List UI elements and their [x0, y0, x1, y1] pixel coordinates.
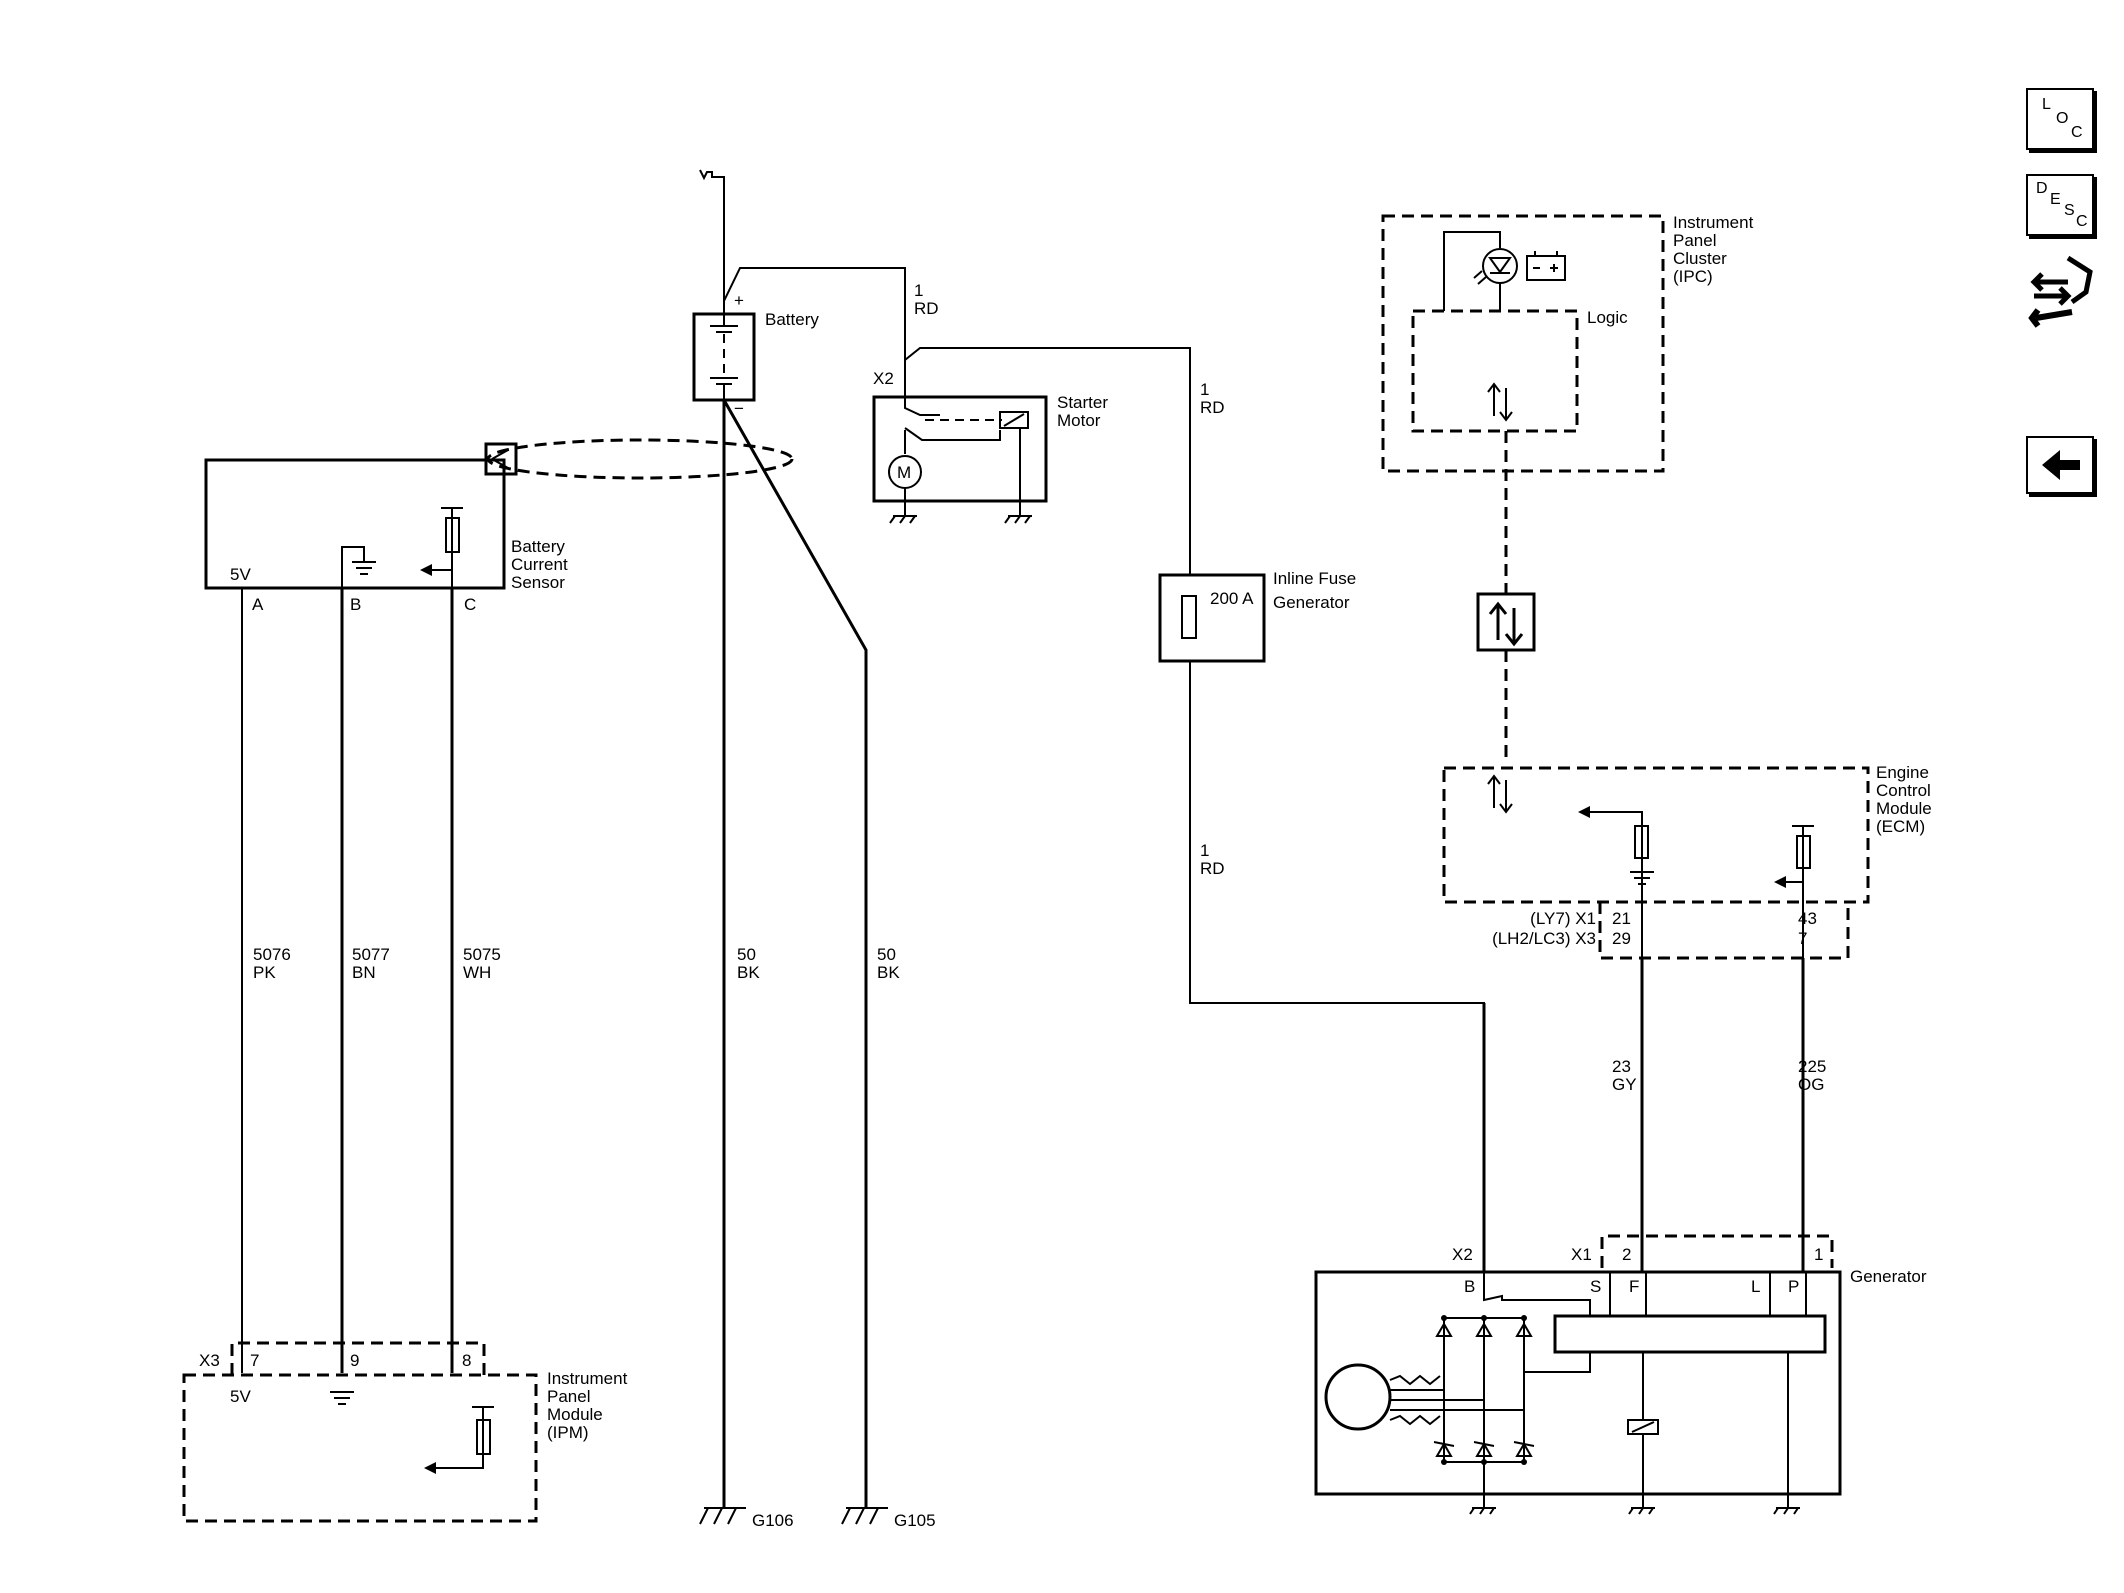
ecm-name-4: (ECM)	[1876, 817, 1925, 836]
generator: X2 X1 2 1 B S F L P	[1314, 1234, 1927, 1515]
ipm-pin-8: 8	[462, 1351, 471, 1370]
battery-minus: −	[734, 399, 744, 418]
fuse-name-2: Generator	[1273, 593, 1350, 612]
ecm-pin-29: 29	[1612, 929, 1631, 948]
ipm-x3-label: X3	[199, 1351, 220, 1370]
ecm-lh2-label: (LH2/LC3) X3	[1492, 929, 1596, 948]
fuse-name-1: Inline Fuse	[1273, 569, 1356, 588]
wire-rd-mid-color: RD	[1200, 398, 1225, 417]
wire-50bk-a-color: BK	[737, 963, 760, 982]
ecm-ly7-label: (LY7) X1	[1530, 909, 1596, 928]
wire-50bk-b-circuit: 50	[877, 945, 896, 964]
wire-225og-circuit: 225	[1798, 1057, 1826, 1076]
location-button[interactable]: L O C	[2026, 88, 2094, 150]
desc-c: C	[2076, 213, 2088, 230]
back-button[interactable]	[2026, 436, 2094, 494]
ipm-name-3: Module	[547, 1405, 603, 1424]
wire-5076-circuit: 5076	[253, 945, 291, 964]
ipc-name-3: Cluster	[1673, 249, 1727, 268]
instrument-panel-cluster: Logic Instrument Panel Cluster (IPC)	[1381, 213, 1754, 762]
loc-c: C	[2071, 124, 2083, 141]
ipm-name-4: (IPM)	[547, 1423, 589, 1442]
diagnostic-tools-icon[interactable]	[2028, 252, 2098, 336]
wire-rd-mid-circuit: 1	[1200, 380, 1209, 399]
fuse-rating: 200 A	[1210, 589, 1254, 608]
ipm-name-1: Instrument	[547, 1369, 628, 1388]
wire-23gy-color: GY	[1612, 1075, 1637, 1094]
gen-x1-label: X1	[1571, 1245, 1592, 1264]
sensor-wires: 5076 PK 5077 BN 5075 WH	[241, 588, 501, 1373]
ipc-name-4: (IPC)	[1673, 267, 1713, 286]
wire-5075-circuit: 5075	[463, 945, 501, 964]
gen-p-label: P	[1788, 1277, 1799, 1296]
wire-rd-low-color: RD	[1200, 859, 1225, 878]
wire-225og-color: OG	[1798, 1075, 1824, 1094]
wire-rd-low-circuit: 1	[1200, 841, 1209, 860]
ipc-name-1: Instrument	[1673, 213, 1754, 232]
battery-name: Battery	[765, 310, 819, 329]
sensor-name-3: Sensor	[511, 573, 565, 592]
ecm-pin-7: 7	[1798, 929, 1807, 948]
ecm-name-2: Control	[1876, 781, 1931, 800]
engine-control-module: (LY7) X1 (LH2/LC3) X3 21 29 43 7 Engine …	[1442, 763, 1932, 1245]
ipm-5v-label: 5V	[230, 1387, 251, 1406]
wire-rd-top-color: RD	[914, 299, 939, 318]
desc-e: E	[2050, 191, 2061, 208]
inline-fuse: 200 A Inline Fuse Generator 1 RD	[1158, 569, 1485, 1278]
ipm-pin-7: 7	[250, 1351, 259, 1370]
gen-s-label: S	[1590, 1277, 1601, 1296]
sensor-name-2: Current	[511, 555, 568, 574]
ipm-pin-9: 9	[350, 1351, 359, 1370]
gen-pin-2: 2	[1622, 1245, 1631, 1264]
ground-g105: G105	[894, 1511, 936, 1530]
wire-rd-top-circuit: 1	[914, 281, 923, 300]
sensor-pin-b: B	[350, 595, 361, 614]
instrument-panel-module: X3 7 9 8 5V Instrument Panel Module (IPM…	[182, 1341, 628, 1523]
gen-pin-1: 1	[1814, 1245, 1823, 1264]
ipc-logic-label: Logic	[1587, 308, 1628, 327]
starter-motor-m: M	[897, 463, 911, 482]
ecm-name-1: Engine	[1876, 763, 1929, 782]
starter-name-1: Starter	[1057, 393, 1108, 412]
sensor-pin-a: A	[252, 595, 264, 614]
wire-5076-color: PK	[253, 963, 276, 982]
desc-s: S	[2064, 202, 2075, 219]
starter-motor: X2 M Starter Motor 1 RD	[872, 347, 1225, 575]
back-arrow-icon	[2042, 450, 2080, 480]
battery-ground-wires: 50 BK 50 BK G106 G105	[699, 399, 936, 1530]
wire-50bk-a-circuit: 50	[737, 945, 756, 964]
ecm-pin-21: 21	[1612, 909, 1631, 928]
wire-5077-color: BN	[352, 963, 376, 982]
gen-x2-label: X2	[1452, 1245, 1473, 1264]
starter-x2-label: X2	[873, 369, 894, 388]
sensor-5v-label: 5V	[230, 565, 251, 584]
sensor-pin-c: C	[464, 595, 476, 614]
ipc-name-2: Panel	[1673, 231, 1716, 250]
desc-d: D	[2036, 180, 2048, 197]
gen-l-label: L	[1751, 1277, 1760, 1296]
gen-name: Generator	[1850, 1267, 1927, 1286]
ecm-name-3: Module	[1876, 799, 1932, 818]
wire-5077-circuit: 5077	[352, 945, 390, 964]
description-button[interactable]: D E S C	[2026, 174, 2094, 236]
wire-50bk-b-color: BK	[877, 963, 900, 982]
ground-g106: G106	[752, 1511, 794, 1530]
ecm-pin-43: 43	[1798, 909, 1817, 928]
gen-f-label: F	[1629, 1277, 1639, 1296]
wire-5075-color: WH	[463, 963, 491, 982]
wire-23gy-circuit: 23	[1612, 1057, 1631, 1076]
loc-l: L	[2042, 96, 2051, 113]
battery-current-sensor: 5V A B C Battery Current Sensor	[204, 438, 794, 614]
gen-b-label: B	[1464, 1277, 1475, 1296]
loc-o: O	[2056, 110, 2069, 127]
battery-plus: +	[734, 291, 744, 310]
ipm-name-2: Panel	[547, 1387, 590, 1406]
starter-name-2: Motor	[1057, 411, 1101, 430]
battery: + − Battery 1 RD	[692, 169, 939, 418]
sensor-name-1: Battery	[511, 537, 565, 556]
